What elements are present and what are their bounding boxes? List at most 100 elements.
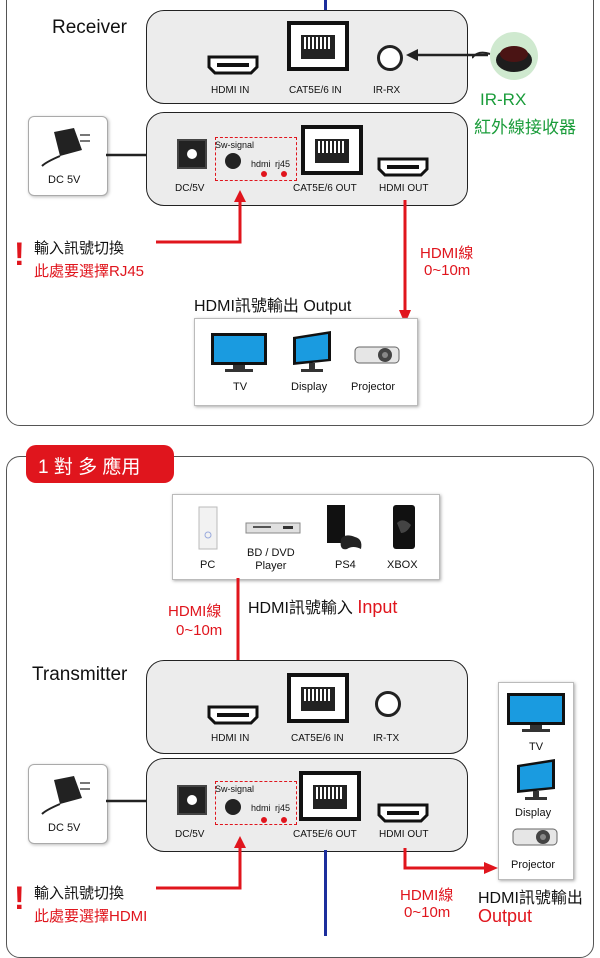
warning-icon-top: ! <box>14 236 25 272</box>
output-tv-top: TV <box>233 381 248 393</box>
note-bottom-line1: 輸入訊號切換 <box>34 885 125 902</box>
power-label-top: DC 5V <box>48 174 81 186</box>
receiver-device: HDMI IN CAT5E/6 IN IR-RX <box>146 10 468 104</box>
output-display-top: Display <box>291 381 328 393</box>
hdmi-out-port-icon <box>377 157 429 177</box>
sw-rj45-label: rj45 <box>275 159 291 169</box>
hdmi-out-arrow <box>399 200 411 324</box>
tx-led-rj45-icon <box>281 817 287 823</box>
tx-cat-in-label: CAT5E/6 IN <box>291 733 344 744</box>
input-sources: PC BD / DVD Player PS4 XBOX <box>172 494 440 580</box>
output-projector-right: Projector <box>511 859 556 871</box>
tx-hdmi-out-label: HDMI OUT <box>379 829 429 840</box>
cat-in-port-icon <box>287 21 349 71</box>
tx-hdmi-out-port-icon <box>377 803 429 823</box>
cat-out-label: CAT5E/6 OUT <box>293 183 357 194</box>
source-xbox: XBOX <box>387 559 418 571</box>
output-title-top: HDMI訊號輸出 Output <box>194 298 352 315</box>
pc-icon <box>198 506 218 550</box>
switch-arrow-top <box>156 190 246 244</box>
note-top-line2: 此處要選擇RJ45 <box>34 263 145 280</box>
tx-cat-out-port-icon <box>299 771 361 821</box>
tx-sw-hdmi-label: hdmi <box>251 803 271 813</box>
hdmi-cable-input: HDMI線 <box>168 603 222 620</box>
input-title-word: Input <box>357 597 398 617</box>
output-devices-right: TV Display Projector <box>498 682 574 880</box>
ir-receiver-icon <box>472 32 538 80</box>
sw-button-icon <box>225 153 241 169</box>
ir-arrow <box>406 49 488 61</box>
transmitter-title: Transmitter <box>32 664 128 685</box>
sw-signal-box <box>215 137 297 181</box>
power-label-bottom: DC 5V <box>48 822 81 834</box>
input-title-cn: HDMI訊號輸入 <box>248 600 353 617</box>
note-bottom-line2: 此處要選擇HDMI <box>34 908 148 925</box>
tx-sw-signal-label: Sw-signal <box>215 784 255 794</box>
transmitter-out-device: DC/5V Sw-signal hdmi rj45 CAT5E/6 OUT HD… <box>146 758 468 852</box>
projector-icon-right <box>512 828 558 846</box>
dvd-player-icon <box>245 522 301 534</box>
tx-led-hdmi-icon <box>261 817 267 823</box>
projector-icon <box>354 346 400 364</box>
ir-rx-port-icon <box>377 45 403 71</box>
ps4-icon <box>327 505 362 550</box>
tx-cat-in-port-icon <box>287 673 349 723</box>
source-bd-dvd: BD / DVD Player <box>247 547 295 572</box>
input-title: HDMI訊號輸入 Input <box>248 594 397 618</box>
output-devices-top: TV Display Projector <box>194 318 418 406</box>
receiver-title: Receiver <box>52 17 127 38</box>
led-rj45-icon <box>281 171 287 177</box>
hdmi-out-arrow-bottom <box>403 848 498 874</box>
dc-jack-icon <box>177 139 207 169</box>
hdmi-range-input: 0~10m <box>176 622 223 639</box>
tx-dc-label: DC/5V <box>175 829 205 840</box>
hdmi-in-port-icon <box>207 55 259 75</box>
one-to-many-badge: 1 對 多 應用 <box>26 445 174 483</box>
power-adapter-icon <box>41 128 90 167</box>
hdmi-in-label: HDMI IN <box>211 85 250 96</box>
source-ps4: PS4 <box>335 559 356 571</box>
xbox-icon <box>393 505 415 549</box>
switch-arrow-bottom <box>156 836 246 890</box>
sw-signal-label: Sw-signal <box>215 140 255 150</box>
tv-icon-right <box>507 693 565 732</box>
tx-sw-signal-box <box>215 781 297 825</box>
transmitter-device: HDMI IN CAT5E/6 IN IR-TX <box>146 660 468 754</box>
display-icon <box>293 331 331 372</box>
output-word-bottom: Output <box>478 906 533 926</box>
output-projector-top: Projector <box>351 381 396 393</box>
cat-out-port-icon <box>301 125 363 175</box>
cable-in-top <box>324 0 327 12</box>
tx-sw-button-icon <box>225 799 241 815</box>
cat-in-label: CAT5E/6 IN <box>289 85 342 96</box>
ir-tx-label: IR-TX <box>373 733 400 744</box>
tx-dc-jack-icon <box>177 785 207 815</box>
hdmi-range-top: 0~10m <box>424 262 471 279</box>
output-title-bottom: HDMI訊號輸出 <box>478 890 583 907</box>
tx-hdmi-in-label: HDMI IN <box>211 733 250 744</box>
display-icon-right <box>517 759 555 800</box>
hdmi-range-bottom: 0~10m <box>404 904 451 921</box>
sw-hdmi-label: hdmi <box>251 159 271 169</box>
dc-label: DC/5V <box>175 183 205 194</box>
tx-cat-out-label: CAT5E/6 OUT <box>293 829 357 840</box>
led-hdmi-icon <box>261 171 267 177</box>
tx-hdmi-in-port-icon <box>207 705 259 725</box>
output-display-right: Display <box>515 807 552 819</box>
ir-rx-label: IR-RX <box>373 85 401 96</box>
receiver-out-device: DC/5V Sw-signal hdmi rj45 CAT5E/6 OUT HD… <box>146 112 468 206</box>
ir-rx-title: IR-RX <box>480 90 527 109</box>
tv-icon <box>211 333 267 372</box>
cable-out-bottom <box>324 850 327 936</box>
ir-tx-port-icon <box>375 691 401 717</box>
tx-sw-rj45-label: rj45 <box>275 803 291 813</box>
source-pc: PC <box>200 559 216 571</box>
ir-rx-title-cn: 紅外線接收器 <box>474 118 576 137</box>
hdmi-cable-top: HDMI線 <box>420 245 474 262</box>
output-tv-right: TV <box>529 741 544 753</box>
warning-icon-bottom: ! <box>14 880 25 916</box>
hdmi-out-label: HDMI OUT <box>379 183 429 194</box>
note-top-line1: 輸入訊號切換 <box>34 240 125 257</box>
one-to-many-badge-text: 1 對 多 應用 <box>38 457 141 478</box>
power-adapter-icon-bottom <box>41 776 90 815</box>
